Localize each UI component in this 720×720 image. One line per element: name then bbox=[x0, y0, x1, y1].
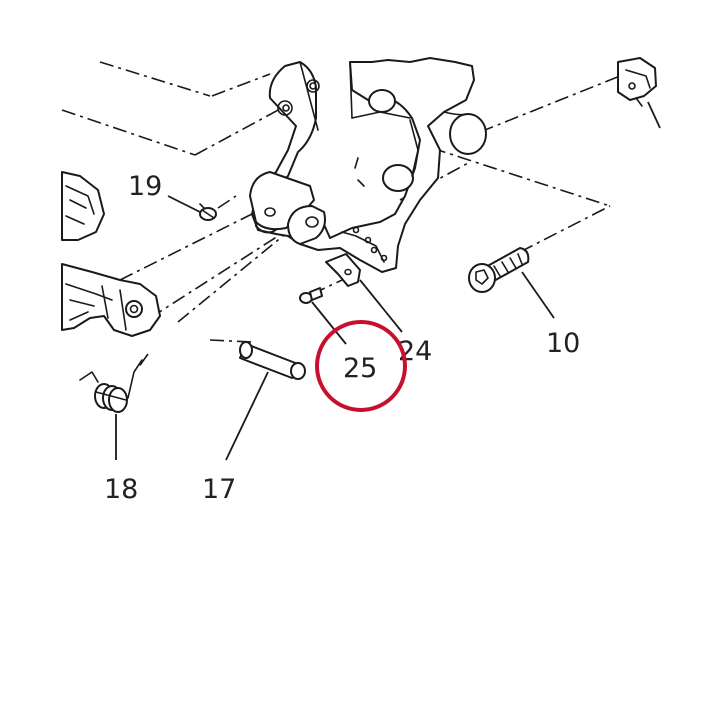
callout-17: 17 bbox=[202, 474, 236, 505]
part-25-small-screw bbox=[299, 287, 323, 304]
highlight-circle bbox=[315, 320, 407, 412]
leader-lines bbox=[115, 195, 555, 461]
clevis-tabs bbox=[249, 171, 326, 245]
callout-19: 19 bbox=[128, 171, 162, 202]
callout-10: 10 bbox=[546, 328, 580, 359]
part-19-e-clip bbox=[199, 203, 217, 221]
part-17-clevis-pin bbox=[239, 341, 306, 380]
part-24-bracket-clip bbox=[325, 253, 361, 287]
part-10-socket-bolt bbox=[468, 247, 530, 293]
callout-18: 18 bbox=[104, 474, 138, 505]
leader-line-right-bracket bbox=[647, 101, 661, 129]
main-frame-bracket bbox=[251, 57, 487, 273]
part-18-torsion-spring bbox=[79, 359, 143, 413]
right-mount-bracket bbox=[617, 57, 657, 107]
callout-25: 25 bbox=[343, 353, 377, 384]
left-linkage-assembly bbox=[61, 171, 161, 337]
